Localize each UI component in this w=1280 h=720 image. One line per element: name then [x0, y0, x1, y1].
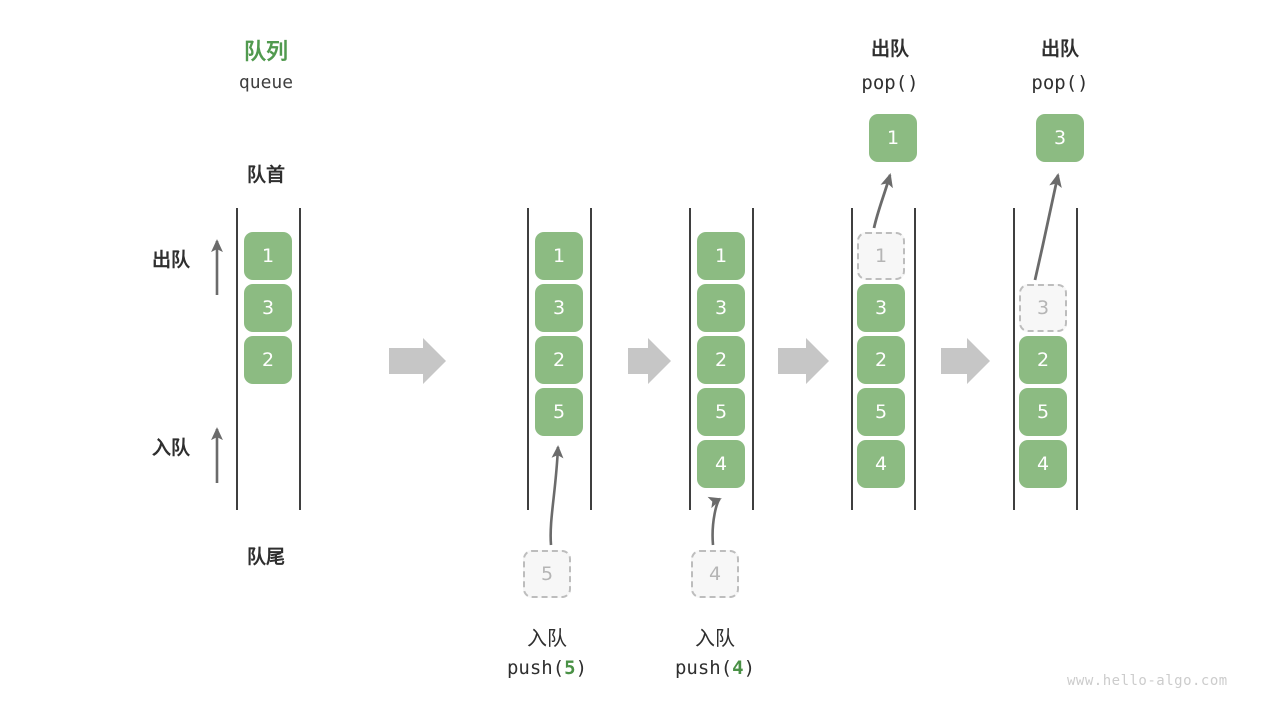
- push-motion-arrow-step-3: [707, 496, 722, 546]
- queue-rail-left-step-1: [236, 208, 238, 510]
- queue-node[interactable]: 1: [535, 232, 583, 280]
- dequeue-direction-label: 出队: [151, 249, 190, 271]
- push-code-prefix: push(: [506, 657, 565, 679]
- push-code-suffix: ): [575, 657, 588, 679]
- queue-node-new[interactable]: 4: [697, 440, 745, 488]
- front-label: 队首: [246, 164, 285, 186]
- queue-title-en: queue: [238, 72, 294, 93]
- queue-rail-right-step-4: [914, 208, 916, 510]
- step-arrow-1-2: [389, 338, 446, 384]
- pop-motion-arrow-step-5: [1033, 173, 1062, 281]
- step-arrow-4-5: [941, 338, 990, 384]
- push-caption-cn-step-2: 入队: [527, 626, 567, 650]
- queue-node[interactable]: 3: [857, 284, 905, 332]
- queue-node[interactable]: 5: [697, 388, 745, 436]
- queue-node[interactable]: 1: [244, 232, 292, 280]
- queue-rail-left-step-4: [851, 208, 853, 510]
- queue-node[interactable]: 2: [697, 336, 745, 384]
- pop-motion-arrow-step-4: [872, 173, 893, 229]
- queue-rail-left-step-3: [689, 208, 691, 510]
- push-caption-cn-step-3: 入队: [695, 626, 735, 650]
- pop-label-code-step-4: pop(): [861, 72, 919, 94]
- queue-rail-left-step-2: [527, 208, 529, 510]
- queue-node[interactable]: 3: [697, 284, 745, 332]
- queue-rail-right-step-1: [299, 208, 301, 510]
- queue-node[interactable]: 5: [1019, 388, 1067, 436]
- incoming-ghost-node: 4: [691, 550, 739, 598]
- step-arrow-3-4: [778, 338, 829, 384]
- removed-ghost-node: 3: [1019, 284, 1067, 332]
- queue-node-new[interactable]: 5: [535, 388, 583, 436]
- pop-label-cn-step-5: 出队: [1040, 38, 1079, 60]
- push-motion-arrow-step-2: [549, 445, 564, 546]
- push-code-suffix: ): [743, 657, 756, 679]
- queue-title-cn: 队列: [243, 40, 288, 65]
- pop-label-code-step-5: pop(): [1031, 72, 1089, 94]
- push-code-arg: 4: [732, 657, 744, 679]
- queue-rail-left-step-5: [1013, 208, 1015, 510]
- rear-label: 队尾: [246, 546, 285, 568]
- popped-node[interactable]: 3: [1036, 114, 1084, 162]
- removed-ghost-node: 1: [857, 232, 905, 280]
- queue-node[interactable]: 2: [535, 336, 583, 384]
- pop-label-cn-step-4: 出队: [870, 38, 909, 60]
- enqueue-direction-label: 入队: [151, 437, 190, 459]
- step-arrow-2-3: [628, 338, 671, 384]
- popped-node[interactable]: 1: [869, 114, 917, 162]
- queue-rail-right-step-3: [752, 208, 754, 510]
- watermark: www.hello-algo.com: [1067, 673, 1228, 689]
- queue-node[interactable]: 5: [857, 388, 905, 436]
- push-caption-code-step-2: push(5): [467, 657, 627, 679]
- queue-node[interactable]: 2: [244, 336, 292, 384]
- incoming-ghost-node: 5: [523, 550, 571, 598]
- push-code-arg: 5: [564, 657, 576, 679]
- queue-node[interactable]: 4: [1019, 440, 1067, 488]
- push-caption-code-step-3: push(4): [635, 657, 795, 679]
- push-code-prefix: push(: [674, 657, 733, 679]
- queue-rail-right-step-2: [590, 208, 592, 510]
- queue-node[interactable]: 4: [857, 440, 905, 488]
- queue-node[interactable]: 2: [1019, 336, 1067, 384]
- queue-rail-right-step-5: [1076, 208, 1078, 510]
- queue-node[interactable]: 2: [857, 336, 905, 384]
- queue-node[interactable]: 3: [244, 284, 292, 332]
- queue-node[interactable]: 1: [697, 232, 745, 280]
- queue-node[interactable]: 3: [535, 284, 583, 332]
